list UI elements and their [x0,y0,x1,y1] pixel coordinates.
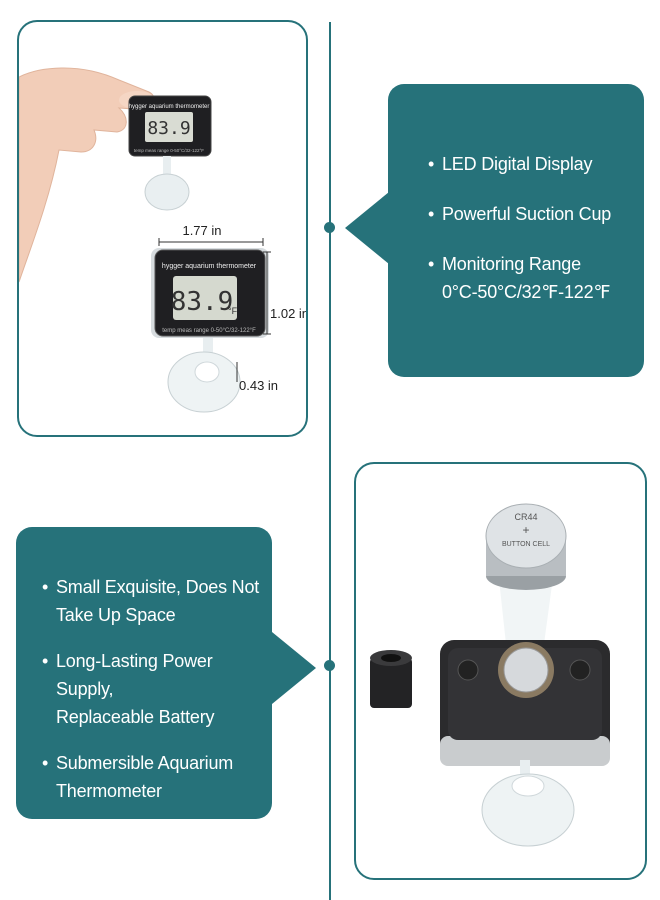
large-display-reading: 83.9 [171,287,234,317]
feature-line: Replaceable Battery [56,707,215,727]
battery-photo: CR44 + BUTTON CELL [370,503,610,847]
large-device-brand: hygger aquarium thermometer [162,263,257,270]
feature-line: Submersible Aquarium [56,753,234,773]
timeline-dot-bottom [324,660,335,671]
battery-model-label: CR44 [514,512,537,522]
battery-photo-card: CR44 + BUTTON CELL [354,462,647,880]
dimension-depth-label: 0.43 in [239,378,278,393]
large-display-unit: °F [228,306,238,316]
product-photo: 83.9 hygger aquarium thermometer temp me… [19,67,306,413]
timeline-dot-top [324,222,335,233]
feature-item: Long-Lasting Power Supply, Replaceable B… [42,647,264,731]
dimension-width-label: 1.77 in [182,223,221,238]
small-device-brand: hygger aquarium thermometer [129,104,210,110]
small-device-range: temp meas range 0-50°C/32-122°F [134,148,204,153]
top-feature-list: LED Digital Display Powerful Suction Cup… [428,150,630,306]
timeline-line [329,22,331,900]
bottom-feature-box: Small Exquisite, Does Not Take Up Space … [16,527,272,819]
dimension-lines [158,238,271,382]
feature-line: Monitoring Range [442,254,581,274]
feature-line: Thermometer [56,781,162,801]
feature-item: LED Digital Display [428,150,630,178]
feature-line: 0°C-50°C/32℉-122℉ [442,282,611,302]
feature-line: Small Exquisite, Does Not [56,577,260,597]
top-box-pointer [345,192,389,264]
battery-polarity-label: + [522,523,529,537]
large-device-range: temp meas range 0-50°C/32-122°F [162,328,256,334]
feature-item: Powerful Suction Cup [428,200,630,228]
product-photo-card: 83.9 hygger aquarium thermometer temp me… [17,20,308,437]
button-cell-battery-image: CR44 + BUTTON CELL [485,503,567,590]
screw-cap-image [370,650,412,708]
feature-item: Small Exquisite, Does Not Take Up Space [42,573,264,629]
feature-line: Long-Lasting Power Supply, [56,651,213,699]
hand-image [19,67,156,283]
thermometer-back-image [440,640,610,847]
feature-item: Monitoring Range 0°C-50°C/32℉-122℉ [428,250,630,306]
feature-item: Submersible Aquarium Thermometer [42,749,264,805]
large-thermometer-image: hygger aquarium thermometer 83.9 °F temp… [151,248,269,413]
bottom-box-pointer [272,632,316,704]
battery-type-label: BUTTON CELL [502,541,550,548]
feature-line: Powerful Suction Cup [442,204,612,224]
top-feature-box: LED Digital Display Powerful Suction Cup… [388,84,644,377]
feature-line: LED Digital Display [442,154,593,174]
small-thermometer-image: 83.9 hygger aquarium thermometer temp me… [128,95,212,211]
small-display-reading: 83.9 [147,118,190,139]
dimension-height-label: 1.02 in [270,306,306,321]
feature-line: Take Up Space [56,605,176,625]
bottom-feature-list: Small Exquisite, Does Not Take Up Space … [42,573,264,805]
